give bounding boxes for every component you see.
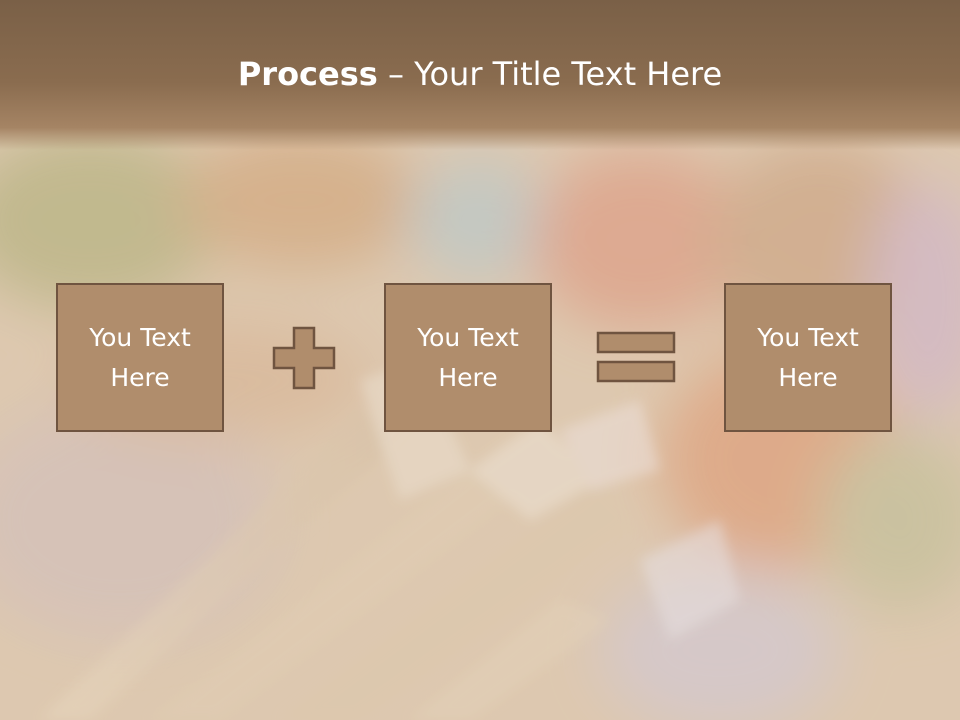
process-box-text-line1: You Text bbox=[89, 322, 191, 352]
process-box-text-line2: Here bbox=[778, 362, 838, 392]
process-box-text-line1: You Text bbox=[417, 322, 519, 352]
process-box-text-line2: Here bbox=[110, 362, 170, 392]
process-box-text-line2: Here bbox=[438, 362, 498, 392]
slide-title[interactable]: Process – Your Title Text Here bbox=[0, 52, 960, 96]
plus-icon[interactable] bbox=[272, 326, 336, 390]
title-rest: Your Title Text Here bbox=[414, 55, 723, 93]
equals-icon[interactable] bbox=[596, 331, 676, 385]
title-band bbox=[0, 0, 960, 150]
process-box-text-line1: You Text bbox=[757, 322, 859, 352]
title-separator: – bbox=[377, 55, 415, 93]
title-bold-part: Process bbox=[237, 55, 378, 93]
